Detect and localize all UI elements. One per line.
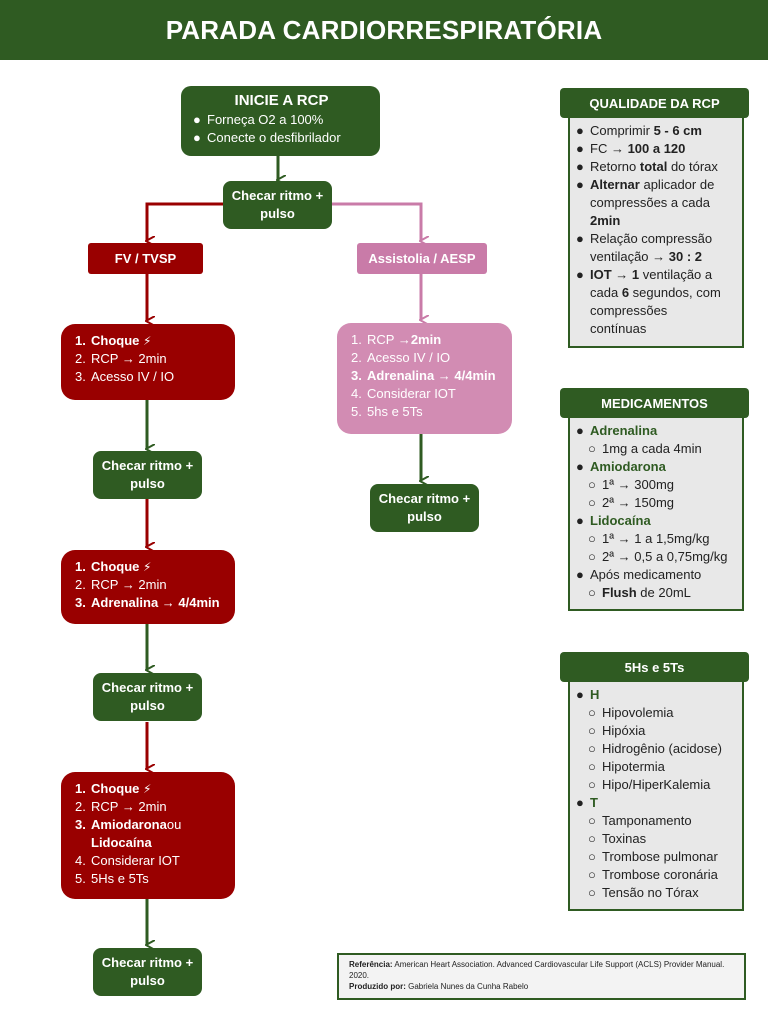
shock-cycle-3: 1.Choque ⚡ 2.RCP → 2min 3.Amiodarona ou … (61, 772, 235, 899)
step-item: 5.5Hs e 5Ts (75, 871, 149, 886)
step-item: 1.Choque ⚡ (75, 333, 152, 348)
arrow-to-shockable (147, 202, 224, 241)
page-title: PARADA CARDIORRESPIRATÓRIA (0, 0, 768, 60)
step-item: 4.Considerar IOT (75, 853, 180, 868)
step-item: 1.RCP → 2min (351, 332, 442, 347)
check-rhythm-node: Checar ritmo +pulso (93, 673, 202, 721)
check-rhythm-node: Checar ritmo +pulso (223, 181, 332, 229)
step-item: 2.Acesso IV / IO (351, 350, 451, 365)
cpr-quality-panel: ●Comprimir 5 - 6 cm ●FC → 100 a 120 ●Ret… (568, 104, 744, 348)
hs-ts-panel: ●H ○Hipovolemia ○Hipóxia ○Hidrogênio (ac… (568, 668, 744, 911)
check-rhythm-node: Checar ritmo +pulso (93, 451, 202, 499)
start-title: INICIE A RCP (234, 92, 329, 109)
step-item: 2.RCP → 2min (75, 351, 167, 366)
check-rhythm-node: Checar ritmo +pulso (370, 484, 479, 532)
shock-cycle-1: 1.Choque ⚡ 2.RCP → 2min 3.Acesso IV / IO (61, 324, 235, 400)
lightning-icon: ⚡ (143, 560, 152, 574)
step-item: 3.Amiodarona ou (75, 817, 182, 832)
cpr-quality-title: QUALIDADE DA RCP (560, 88, 749, 118)
step-item: 3.Adrenalina → 4/4min (75, 595, 220, 610)
lightning-icon: ⚡ (143, 334, 152, 348)
check-rhythm-node: Checar ritmo +pulso (93, 948, 202, 996)
step-item: 5.5hs e 5Ts (351, 404, 423, 419)
shock-cycle-2: 1.Choque ⚡ 2.RCP → 2min 3.Adrenalina → 4… (61, 550, 235, 624)
arrow-to-nonshockable (332, 202, 421, 241)
start-item: ●Conecte o desfibrilador (193, 130, 341, 145)
hs-ts-title: 5Hs e 5Ts (560, 652, 749, 682)
start-cpr-box: INICIE A RCP ●Forneça O2 a 100% ●Conecte… (181, 86, 380, 156)
start-item: ●Forneça O2 a 100% (193, 112, 324, 127)
step-item: 1.Choque ⚡ (75, 781, 152, 796)
asystole-cycle: 1.RCP → 2min 2.Acesso IV / IO 3.Adrenali… (337, 323, 512, 434)
medications-panel: ●Adrenalina ○1mg a cada 4min ●Amiodarona… (568, 404, 744, 611)
shockable-rhythm-label: FV / TVSP (88, 243, 203, 274)
lightning-icon: ⚡ (143, 782, 152, 796)
step-item: Lidocaína (91, 835, 152, 850)
reference-box: Referência: American Heart Association. … (337, 953, 746, 1000)
medications-title: MEDICAMENTOS (560, 388, 749, 418)
step-item: 2.RCP → 2min (75, 577, 167, 592)
step-item: 3.Adrenalina → 4/4min (351, 368, 496, 383)
nonshockable-rhythm-label: Assistolia / AESP (357, 243, 487, 274)
step-item: 4.Considerar IOT (351, 386, 456, 401)
step-item: 3.Acesso IV / IO (75, 369, 175, 384)
step-item: 1.Choque ⚡ (75, 559, 152, 574)
step-item: 2.RCP → 2min (75, 799, 167, 814)
